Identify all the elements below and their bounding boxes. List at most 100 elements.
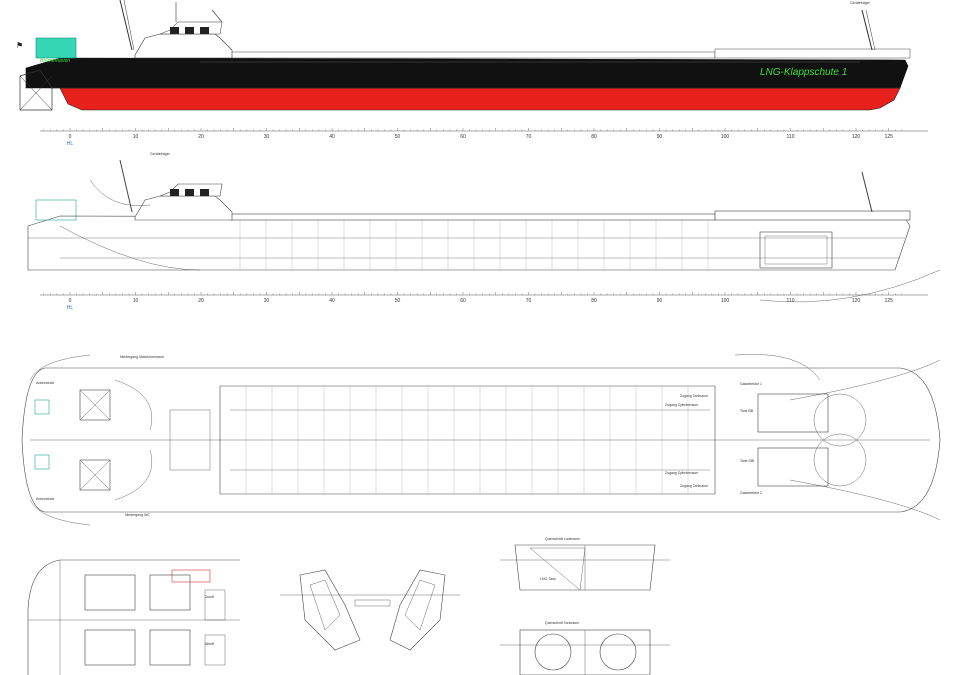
hatch-coaming <box>229 51 716 59</box>
lng-tank-bb <box>757 393 829 433</box>
hopper-half-left <box>299 569 361 651</box>
scale-tick-label: 110 <box>787 134 795 140</box>
winch-stb <box>34 454 50 470</box>
plan-view <box>21 354 941 526</box>
machinery-box-2 <box>79 459 111 491</box>
scale-tick-label: 70 <box>526 134 532 140</box>
scale-tick-label: 50 <box>395 134 401 140</box>
label-zugang-tankraum-1: Zugang Tankraum <box>680 394 708 398</box>
hatch-coaming-2 <box>229 213 716 221</box>
scale-tick-label: 60 <box>460 298 466 304</box>
hopper-half-right <box>389 569 446 651</box>
scale-tick-label: 125 <box>885 298 894 304</box>
stern-frame <box>19 69 53 111</box>
scale-tick-label: 70 <box>526 298 532 304</box>
machinery-box-1 <box>79 389 111 421</box>
scale-tick-label: 10 <box>133 298 139 304</box>
scale-tick-label: 20 <box>198 134 204 140</box>
scale-tick-label: 80 <box>591 298 597 304</box>
home-port-label: Bremerhaven <box>40 58 70 64</box>
wheelhouse <box>134 33 233 59</box>
crane-fore <box>861 9 873 51</box>
label-abluft: Abluft <box>205 642 214 646</box>
window-1 <box>170 27 179 34</box>
split-hopper-section <box>280 569 460 651</box>
lng-container <box>35 37 77 59</box>
engine-room-outline <box>169 409 211 471</box>
crane-aft-2 <box>119 159 133 213</box>
lng-tank-stb <box>757 447 829 487</box>
label-zuluft: Zuluft <box>205 595 214 599</box>
scale-tick-label: 120 <box>852 134 861 140</box>
cross-section-laderaum <box>500 544 670 591</box>
scale-tick-label: 0 <box>69 298 72 304</box>
label-geraete-aft: Geräteträger <box>150 152 171 156</box>
scale-tick-label: 60 <box>460 134 466 140</box>
label-tank-bb: Tank BB <box>740 409 754 413</box>
scale-tick-label: 120 <box>852 298 861 304</box>
scale-tick-label: 0 <box>69 134 72 140</box>
scale-tick-label: 90 <box>657 134 663 140</box>
label-ankerwinde-2: Ankerwinde <box>36 497 54 501</box>
label-zugang-zylinderraum-2: Zugang Zylinderraum <box>665 471 698 475</box>
scale-tick-label: 30 <box>264 134 270 140</box>
ship-name-label: LNG-Klappschute 1 <box>760 67 847 78</box>
label-zugang-tankraum-2: Zugang Tankraum <box>680 484 708 488</box>
scale-tick-label: 100 <box>721 134 730 140</box>
label-tank-stb: Tank StB <box>740 459 755 463</box>
label-niedergang-maschinenraum: Niedergang Maschinenraum <box>120 355 164 359</box>
scale-tick-label: 40 <box>329 298 335 304</box>
wheelhouse-2 <box>134 195 233 221</box>
elevation-colored: Bremerhaven ⚑ LNG-Klappschute 1 Gerätetr… <box>16 0 911 111</box>
label-gasdetektor-2: Gasdetektor 2 <box>740 491 762 495</box>
scale-tick-label: 100 <box>721 298 730 304</box>
fore-deck-structure <box>714 48 911 59</box>
window-3 <box>200 27 209 34</box>
antenna <box>211 9 223 23</box>
label-geraete-fwd: Geräteträger <box>850 1 871 5</box>
lng-tank-elevation <box>759 231 833 269</box>
scale-tick-label: 30 <box>264 298 270 304</box>
flag-icon: ⚑ <box>16 41 23 50</box>
lng-tank-section-stb <box>599 633 637 671</box>
engine-1 <box>84 574 136 611</box>
winch-bb <box>34 399 50 415</box>
lng-container-2 <box>35 199 77 221</box>
fore-deck-structure-2 <box>714 210 911 221</box>
label-querschnitt-tankraum: Querschnitt Tankraum <box>545 621 579 625</box>
label-gasdetektor-1: Gasdetektor 1 <box>740 382 762 386</box>
scale-tick-label: 80 <box>591 134 597 140</box>
label-niedergang-wc: Niedergang WC <box>125 513 150 517</box>
elevation-line <box>27 159 941 303</box>
engine-room-plan <box>27 559 240 675</box>
crane-aft <box>119 0 133 51</box>
hull-topside <box>25 57 909 89</box>
hull-underwater <box>59 87 901 111</box>
lng-tank-section-bb <box>534 633 572 671</box>
scale-origin-label: HL <box>67 305 74 311</box>
label-lng-tank: LNG-Tank <box>540 577 556 581</box>
cross-section-tankraum <box>500 629 670 675</box>
stair-red <box>171 569 211 583</box>
scale-tick-label: 125 <box>885 134 894 140</box>
crane-swing-arc <box>759 269 941 303</box>
deck-outline <box>21 367 941 513</box>
engine-2 <box>84 629 136 666</box>
swing-arc <box>734 354 821 381</box>
hull-outline <box>27 215 911 271</box>
scale-tick-label: 90 <box>657 298 663 304</box>
scale-tick-label: 50 <box>395 298 401 304</box>
scale-tick-label: 10 <box>133 134 139 140</box>
label-querschnitt-laderaum: Querschnitt Laderaum <box>545 537 580 541</box>
label-zugang-zylinderraum-1: Zugang Zylinderraum <box>665 403 698 407</box>
scale-tick-label: 20 <box>198 298 204 304</box>
scale-tick-label: 40 <box>329 134 335 140</box>
label-ankerwinde-1: Ankerwinde <box>36 381 54 385</box>
scale-tick-label: 110 <box>787 298 795 304</box>
scale-origin-label: HL <box>67 141 74 147</box>
crane-fore-2 <box>861 171 873 213</box>
window-2 <box>185 27 194 34</box>
